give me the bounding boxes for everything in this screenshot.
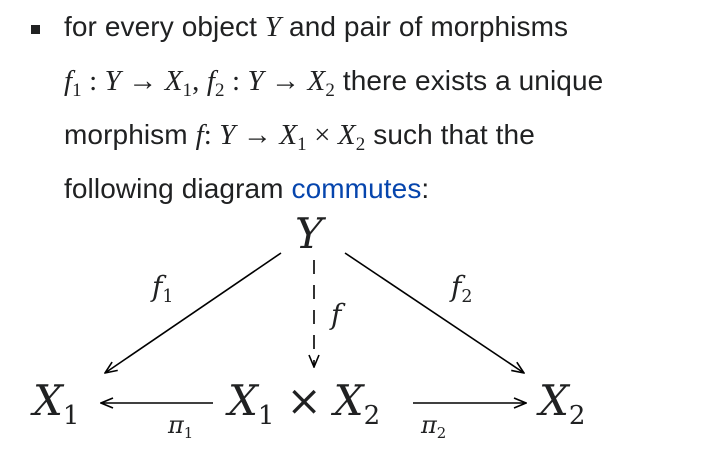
text-line-1: for every object Y and pair of morphisms: [64, 9, 568, 45]
label-pi2: π2: [421, 411, 446, 441]
commutative-diagram: Y X1 X1×X2 X2 f1 f2 f π1 π2: [0, 210, 710, 451]
object-X1-text: X: [33, 376, 63, 425]
bullet-item: for every object Y and pair of morphisms…: [0, 0, 710, 220]
line3-suffix: such that the: [365, 119, 535, 150]
label-f1-sub: 1: [162, 287, 174, 308]
line1-prefix: for every object: [64, 11, 265, 42]
math-arrow: →: [235, 119, 280, 151]
arrow-f1: [105, 252, 282, 373]
label-f2-sub: 2: [461, 287, 473, 308]
math-sub-1: 1: [297, 134, 307, 155]
math-Y: Y: [264, 11, 282, 43]
object-product-a-sub: 1: [257, 401, 275, 432]
label-pi2-text: π: [421, 411, 437, 439]
commutes-link[interactable]: commutes: [291, 173, 422, 204]
object-X1-sub: 1: [62, 401, 80, 432]
object-product-a: X: [228, 376, 258, 425]
object-X2-text: X: [539, 376, 569, 425]
math-sub-2: 2: [215, 80, 225, 101]
math-arrow: →: [120, 65, 165, 97]
text-line-2: f1 : Y → X1, f2 : Y → X2 there exists a …: [64, 63, 603, 103]
object-Y-text: Y: [295, 209, 323, 258]
math-X: X: [279, 119, 298, 151]
line2-suffix: there exists a unique: [334, 65, 604, 96]
label-f2: f2: [451, 270, 472, 306]
math-comma: ,: [192, 65, 207, 97]
label-f2-text: f: [451, 270, 462, 303]
label-pi1-text: π: [168, 411, 184, 439]
object-product-b: X: [333, 376, 364, 425]
math-Y: Y: [104, 65, 121, 97]
math-X: X: [337, 119, 356, 151]
label-f-text: f: [331, 298, 342, 331]
bullet-marker: [31, 25, 40, 34]
arrow-f2: [344, 252, 524, 373]
object-product-times: ×: [286, 376, 322, 425]
math-Y: Y: [247, 65, 264, 97]
label-pi2-sub: 2: [436, 424, 447, 443]
label-pi1: π1: [168, 411, 193, 441]
object-X2: X2: [539, 380, 585, 430]
math-arrow: →: [263, 65, 308, 97]
math-X: X: [164, 65, 183, 97]
line1-suffix: and pair of morphisms: [281, 11, 569, 42]
object-X2-sub: 2: [568, 401, 586, 432]
line3-prefix: morphism: [64, 119, 196, 150]
label-f1: f1: [152, 270, 173, 306]
text-line-3: morphism f: Y → X1 × X2 such that the: [64, 117, 535, 157]
math-colon: :: [203, 119, 220, 151]
math-sub-2: 2: [325, 80, 335, 101]
label-pi1-sub: 1: [183, 424, 194, 443]
math-Y: Y: [219, 119, 236, 151]
diagram-arrows: [0, 252, 710, 451]
math-X: X: [307, 65, 326, 97]
math-sub-1: 1: [72, 80, 82, 101]
object-X1-times-X2: X1×X2: [228, 380, 380, 430]
math-f: f: [206, 65, 215, 97]
math-colon: :: [81, 65, 105, 97]
label-f1-text: f: [152, 270, 163, 303]
math-sub-1: 1: [182, 80, 193, 101]
math-colon: :: [224, 65, 248, 97]
object-Y: Y: [295, 213, 323, 255]
label-f: f: [331, 301, 341, 329]
line4-prefix: following diagram: [64, 173, 292, 204]
math-times: ×: [306, 119, 338, 151]
line4-suffix: :: [421, 173, 430, 204]
math-f: f: [64, 65, 73, 97]
math-sub-2: 2: [355, 134, 366, 155]
text-line-4: following diagram commutes:: [64, 171, 429, 207]
object-X1: X1: [33, 380, 79, 430]
object-product-b-sub: 2: [363, 401, 381, 432]
math-f: f: [195, 119, 204, 151]
